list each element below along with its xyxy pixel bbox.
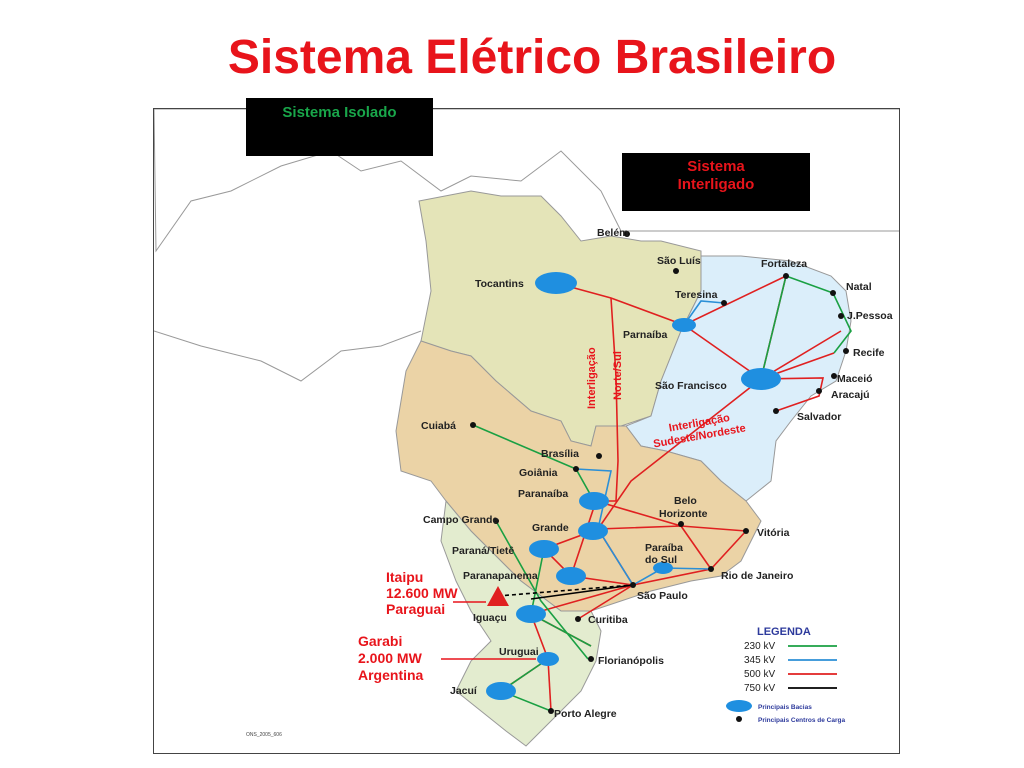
city-grande: Grande	[532, 522, 569, 534]
itaipu-label-1: Itaipu	[386, 569, 423, 585]
itaipu-label-3: Paraguai	[386, 601, 445, 617]
basin-uruguai	[537, 652, 559, 666]
city-jpessoa: J.Pessoa	[847, 310, 893, 322]
city-jacui: Jacuí	[450, 685, 478, 697]
city-parana-tiete: Paraná/Tietê	[452, 545, 514, 557]
itaipu-triangle-icon	[487, 586, 509, 606]
city-paraiba-sul-1: Paraíba	[645, 542, 683, 554]
city-sao-luis: São Luís	[657, 255, 701, 267]
legend-title: LEGENDA	[757, 626, 811, 638]
city-porto-alegre: Porto Alegre	[554, 708, 617, 720]
city-cuiaba: Cuiabá	[421, 420, 456, 432]
basins	[486, 272, 781, 700]
slide-title: Sistema Elétrico Brasileiro	[227, 31, 837, 84]
basin-parana-tiete	[529, 540, 559, 558]
basin-tocantins	[535, 272, 577, 294]
city-teresina: Teresina	[675, 289, 718, 301]
legend-basin-icon	[726, 700, 752, 712]
city-paranapanema: Paranapanema	[463, 570, 538, 582]
garabi-label-1: Garabi	[358, 633, 402, 649]
city-recife: Recife	[853, 347, 885, 359]
city-sao-francisco: São Francisco	[655, 380, 727, 392]
basin-iguacu	[516, 605, 546, 623]
city-belo-horizonte-2: Horizonte	[659, 508, 708, 520]
itaipu-label-2: 12.600 MW	[386, 585, 458, 601]
load-centers	[470, 231, 849, 714]
sistema-interligado-label-1: Sistema	[687, 158, 745, 175]
city-goiania: Goiânia	[519, 467, 558, 479]
city-campo-grande: Campo Grande	[423, 514, 498, 526]
city-natal: Natal	[846, 281, 872, 293]
city-rio: Rio de Janeiro	[721, 570, 793, 582]
region-south	[440, 499, 602, 747]
sistema-isolado-box: Sistema Isolado	[246, 98, 433, 156]
city-belo-horizonte-1: Belo	[674, 495, 697, 507]
legend-centers-label: Principais Centros de Carga	[758, 717, 845, 724]
sistema-isolado-label: Sistema Isolado	[282, 104, 397, 121]
garabi-label-2: 2.000 MW	[358, 650, 423, 666]
region-center	[395, 340, 762, 612]
basin-parnaiba	[672, 318, 696, 332]
city-sao-paulo: São Paulo	[637, 590, 688, 602]
city-salvador: Salvador	[797, 411, 841, 423]
legend: LEGENDA 230 kV 345 kV 500 kV 750 kV Prin…	[726, 626, 845, 724]
legend-750-label: 750 kV	[744, 683, 775, 694]
source-note: ONS_2005_606	[246, 732, 282, 738]
basin-jacui	[486, 682, 516, 700]
label-interligacao-norte-sul-2: Norte/Sul	[612, 351, 624, 400]
city-maceio: Maceió	[837, 373, 873, 385]
basin-paranaiba	[579, 492, 609, 510]
city-uruguai: Uruguai	[499, 646, 539, 658]
basin-paranapanema	[556, 567, 586, 585]
city-paraiba-sul-2: do Sul	[645, 554, 677, 566]
city-curitiba: Curitiba	[588, 614, 628, 626]
legend-345-label: 345 kV	[744, 655, 775, 666]
city-fortaleza: Fortaleza	[761, 258, 807, 270]
city-parnaiba: Parnaíba	[623, 329, 668, 341]
legend-load-center-icon	[736, 716, 742, 722]
city-paranaiba: Paranaíba	[518, 488, 568, 500]
garabi-label-3: Argentina	[358, 667, 424, 683]
city-brasilia: Brasília	[541, 448, 579, 460]
label-interligacao-norte-sul-1: Interligação	[586, 347, 598, 409]
city-florianopolis: Florianópolis	[598, 655, 664, 667]
legend-230-label: 230 kV	[744, 641, 775, 652]
sistema-interligado-label-2: Interligado	[677, 176, 755, 193]
basin-sao-francisco	[741, 368, 781, 390]
neighbor-outline-west	[154, 330, 422, 382]
sistema-interligado-box: Sistema Interligado	[622, 153, 810, 211]
city-aracaju: Aracajú	[831, 389, 870, 401]
region-northeast	[625, 255, 852, 502]
city-vitoria: Vitória	[757, 527, 790, 539]
basin-paraiba-sul	[653, 562, 673, 574]
city-belem: Belém	[597, 227, 629, 239]
basin-grande	[578, 522, 608, 540]
city-iguacu: Iguaçu	[473, 612, 507, 624]
city-tocantins: Tocantins	[475, 278, 524, 290]
legend-500-label: 500 kV	[744, 669, 775, 680]
transmission-lines	[472, 275, 852, 712]
legend-basins-label: Principais Bacias	[758, 704, 812, 711]
